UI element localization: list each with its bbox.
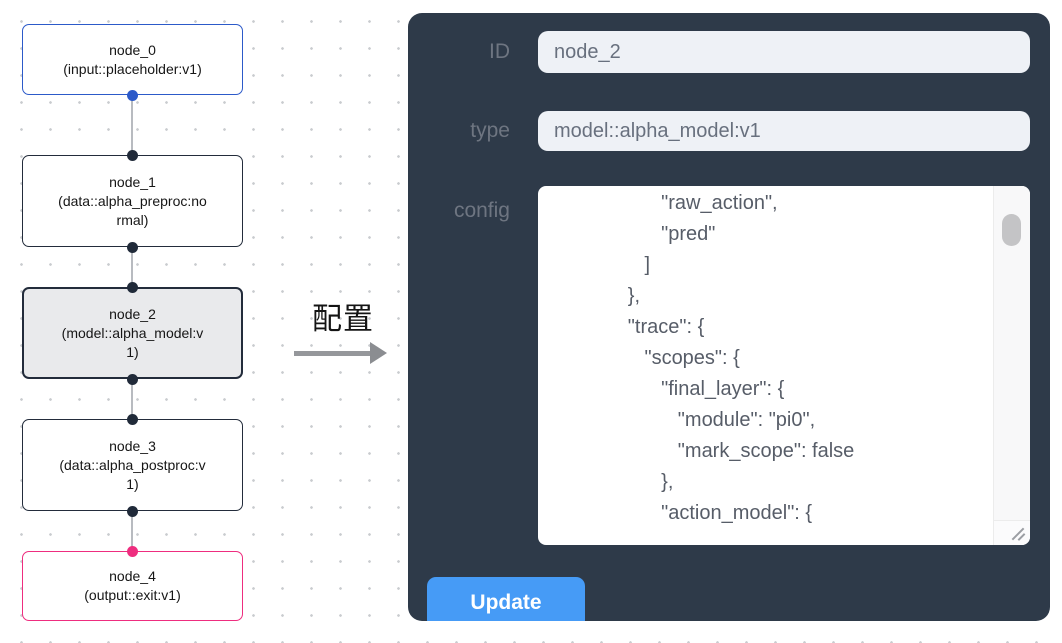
edge-node3-node4 — [131, 511, 133, 551]
config-label: config — [453, 199, 510, 222]
node-type: (input::placeholder:v1) — [63, 60, 202, 77]
update-button[interactable]: Update — [427, 577, 585, 621]
config-scrollbar-thumb[interactable] — [1002, 214, 1021, 246]
config-textarea[interactable]: "raw_action", "pred" ] }, "trace": { "sc… — [538, 186, 1030, 545]
config-scrollbar-track[interactable] — [993, 186, 1030, 520]
port-node2-target[interactable] — [127, 282, 138, 293]
id-input[interactable] — [538, 31, 1030, 73]
flow-node-node_3[interactable]: node_3 (data::alpha_postproc:v1) — [22, 419, 243, 511]
node-name: node_1 — [109, 173, 156, 190]
edge-node2-node3 — [131, 379, 133, 419]
node-type: (model::alpha_model:v1) — [61, 324, 204, 360]
node-type: (output::exit:v1) — [84, 587, 181, 603]
config-json-content: "raw_action", "pred" ] }, "trace": { "sc… — [627, 192, 855, 524]
port-node2-source[interactable] — [127, 374, 138, 385]
transition-annotation: 配置 — [288, 294, 398, 364]
port-node4-target[interactable] — [127, 546, 138, 557]
node-name: node_0 — [109, 41, 156, 58]
right-arrow-icon — [288, 342, 392, 364]
node-type: (data::alpha_preproc:normal) — [58, 192, 207, 228]
port-node3-source[interactable] — [127, 506, 138, 517]
port-node1-target[interactable] — [127, 150, 138, 161]
flow-node-node_0[interactable]: node_0 (input::placeholder:v1) — [22, 24, 243, 95]
flow-node-node_2-selected[interactable]: node_2 (model::alpha_model:v1) — [22, 287, 243, 379]
edge-node1-node2 — [131, 247, 133, 287]
node-type: (data::alpha_postproc:v1) — [59, 456, 206, 492]
node-name: node_3 — [109, 437, 156, 454]
node-config-panel: ID type config "raw_action", "pred" ] },… — [408, 13, 1050, 621]
type-input[interactable] — [538, 111, 1030, 151]
port-node3-target[interactable] — [127, 414, 138, 425]
id-label: ID — [489, 40, 510, 63]
flow-node-node_4[interactable]: node_4 (output::exit:v1) — [22, 551, 243, 621]
node-name: node_4 — [109, 568, 156, 584]
transition-label: 配置 — [312, 303, 374, 336]
type-label: type — [470, 119, 510, 142]
node-name: node_2 — [109, 305, 156, 322]
textarea-resize-corner[interactable] — [993, 520, 1030, 545]
port-node1-source[interactable] — [127, 242, 138, 253]
edge-node0-node1 — [131, 95, 133, 155]
resize-handle-icon — [1010, 525, 1027, 542]
flow-node-node_1[interactable]: node_1 (data::alpha_preproc:normal) — [22, 155, 243, 247]
port-node0-source[interactable] — [127, 90, 138, 101]
